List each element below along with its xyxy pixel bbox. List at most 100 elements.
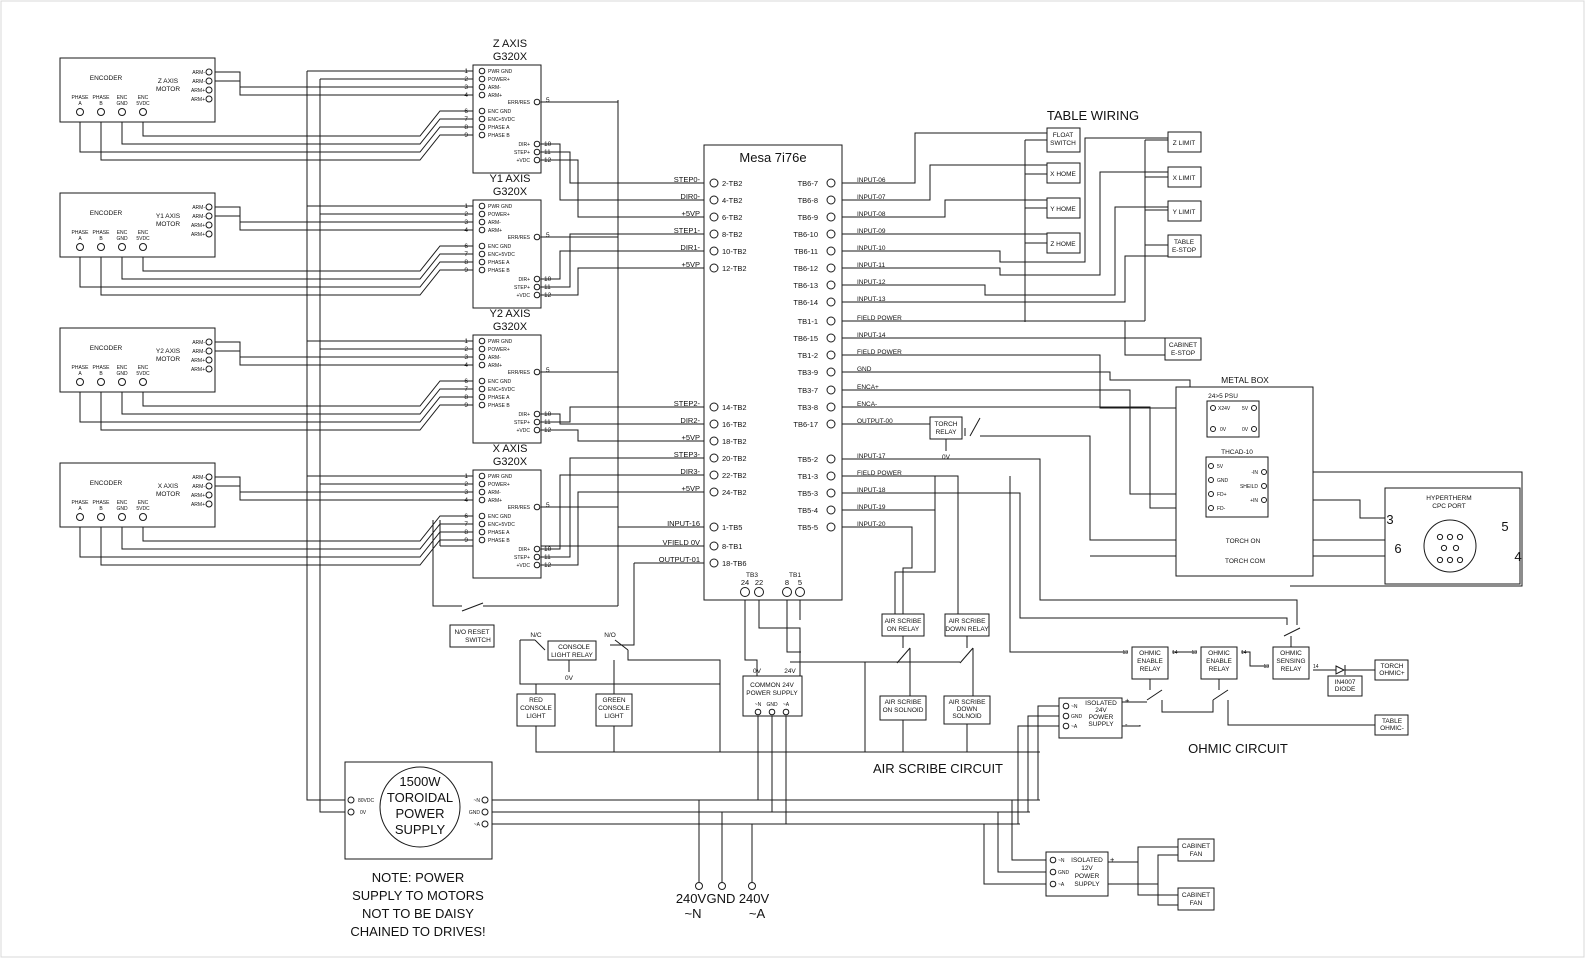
iso12-mains [1011, 800, 1050, 861]
mesa-right-signal: OUTPUT-00 [857, 418, 893, 425]
mesa-left-pin: 20-TB2 [722, 454, 747, 463]
thcad-title: THCAD-10 [1221, 449, 1253, 456]
mesa-left-terminal [709, 436, 719, 446]
mesa-left-terminal [709, 558, 719, 568]
arm-label: ARM- [192, 79, 205, 85]
step-terminal [533, 410, 541, 418]
motor-label: MOTOR [156, 356, 180, 363]
iso12-label: 12V [1081, 865, 1093, 872]
encoder-wire [100, 385, 479, 431]
encoder-pin-label: B [99, 506, 103, 512]
mesa-right-signal: INPUT-12 [857, 279, 886, 286]
drive-port-label: POWER+ [488, 347, 510, 353]
air-scribe-circuit-title: AIR SCRIBE CIRCUIT [873, 761, 1003, 776]
mesa-left-terminal [709, 470, 719, 480]
tb-pin: 5 [798, 578, 802, 587]
pin-number: 8 [464, 529, 468, 536]
encoder-wire [142, 515, 479, 542]
iso24-mains [1037, 705, 1063, 800]
arm-label: ARM- [192, 70, 205, 76]
drive-port-label: PWR GND [488, 339, 513, 345]
step-label: DIR+ [518, 412, 530, 418]
mesa-right-pin: TB6-8 [798, 196, 818, 205]
cpc-pin-label: 5 [1501, 519, 1508, 534]
encoder-wire [100, 115, 479, 161]
console-wire [627, 650, 721, 752]
mesa-right-signal: ENCA- [857, 401, 877, 408]
air-on-solenoid-label: ON SOLNOID [883, 707, 924, 714]
drive-model: G320X [493, 456, 528, 468]
arm-label: ARM+ [191, 493, 205, 499]
axis-title: Y2 AXIS [490, 308, 531, 320]
mains-a-label: ~A [749, 906, 766, 921]
pin-number: 11 [544, 149, 551, 156]
arm-terminal [205, 365, 213, 373]
err-terminal [533, 503, 541, 511]
air-scribe-down-solenoid [943, 695, 991, 725]
encoder-wire [142, 380, 479, 407]
thcad-terminal [1261, 497, 1267, 503]
mesa-right-terminal [826, 385, 836, 395]
mesa-left-pin: 8-TB1 [722, 542, 742, 551]
mesa-left-terminal [709, 263, 719, 273]
drive-port-label: POWER+ [488, 77, 510, 83]
dir-wire [540, 474, 710, 550]
iso12-plus: + [1110, 855, 1115, 864]
motor-label: MOTOR [156, 491, 180, 498]
pin-number: 3 [464, 84, 468, 91]
mesa-left-signal: STEP0- [674, 175, 701, 184]
encoder-pin-label: PHASE [93, 365, 111, 371]
air-scribe-on-relay [881, 613, 925, 637]
pin-number: 3 [464, 354, 468, 361]
arm-label: ARM- [192, 475, 205, 481]
mesa-left-terminal [709, 487, 719, 497]
enable-relay-label: OHMIC [1208, 650, 1230, 657]
red-console-light [516, 693, 556, 727]
arm-label: ARM+ [191, 232, 205, 238]
arm-label: ARM+ [191, 88, 205, 94]
encoder-motor-block [59, 327, 216, 393]
encoder-wire [79, 250, 479, 288]
drive-port-label: ARM- [488, 490, 501, 496]
pin-number: 2 [464, 211, 468, 218]
drive-port-label: PHASE B [488, 538, 510, 544]
arm-terminal [205, 356, 213, 364]
dir-wire [540, 413, 710, 425]
psu-24v: 24V [784, 668, 796, 675]
encoder-pin-label: GND [116, 371, 128, 377]
mesa-left-signal: DIR2- [680, 416, 700, 425]
iso12-label: ISOLATED [1071, 857, 1103, 864]
cpc-pin [1446, 556, 1454, 564]
axis-title: Y1 AXIS [490, 173, 531, 185]
fan-wire [1157, 884, 1178, 906]
drive-port-label: PWR GND [488, 69, 513, 75]
relay-pin: 14 [1313, 664, 1319, 670]
drive-terminal [478, 250, 486, 258]
encoder-pin-label: A [78, 371, 82, 377]
iso24-pin: ~A [1071, 724, 1078, 730]
reset-switch [461, 602, 484, 612]
drive-port-label: PHASE A [488, 530, 510, 536]
mesa-right-terminal [826, 263, 836, 273]
pin-number: 12 [544, 427, 552, 434]
motor-wire [212, 350, 479, 366]
tb-terminal [795, 587, 805, 597]
encoder-pin-label: GND [116, 236, 128, 242]
iso24-label: SUPPLY [1088, 721, 1114, 728]
drive-terminal [478, 83, 486, 91]
encoder-pin-label: A [78, 101, 82, 107]
thcad-right-label: SHEILD [1240, 484, 1258, 490]
encoder-wire [142, 245, 479, 272]
err-label: ERR/RES [508, 100, 531, 106]
psu-terminal [782, 708, 790, 716]
pin-number: 5 [546, 97, 550, 104]
cabinet-fan-1 [1177, 838, 1215, 862]
common-24v-psu [742, 675, 803, 717]
psu-terminal [768, 708, 776, 716]
step-wire [540, 457, 710, 558]
table-right-label: X LIMIT [1173, 175, 1196, 182]
psu-terminal [1251, 405, 1257, 411]
mesa-left-terminal [709, 402, 719, 412]
encoder-wire [79, 115, 479, 153]
